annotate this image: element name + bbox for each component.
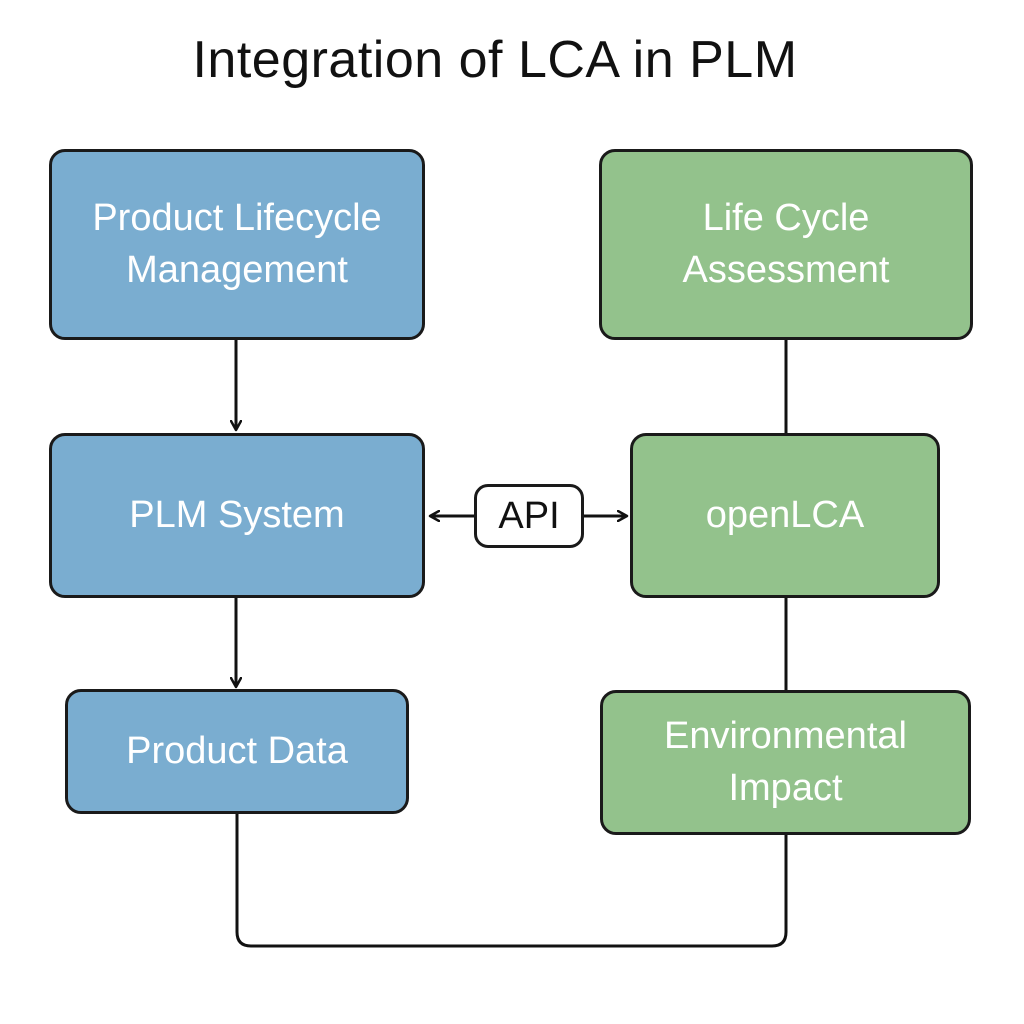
plm-system-node: PLM System (49, 433, 425, 598)
plm-node: Product Lifecycle Management (49, 149, 425, 340)
environmental-impact-node: Environmental Impact (600, 690, 971, 835)
product-data-node: Product Data (65, 689, 409, 814)
openlca-node: openLCA (630, 433, 940, 598)
diagram-title: Integration of LCA in PLM (192, 31, 798, 89)
lca-node: Life Cycle Assessment (599, 149, 973, 340)
api-label: API (474, 484, 584, 548)
line-data-to-impact (235, 814, 788, 948)
